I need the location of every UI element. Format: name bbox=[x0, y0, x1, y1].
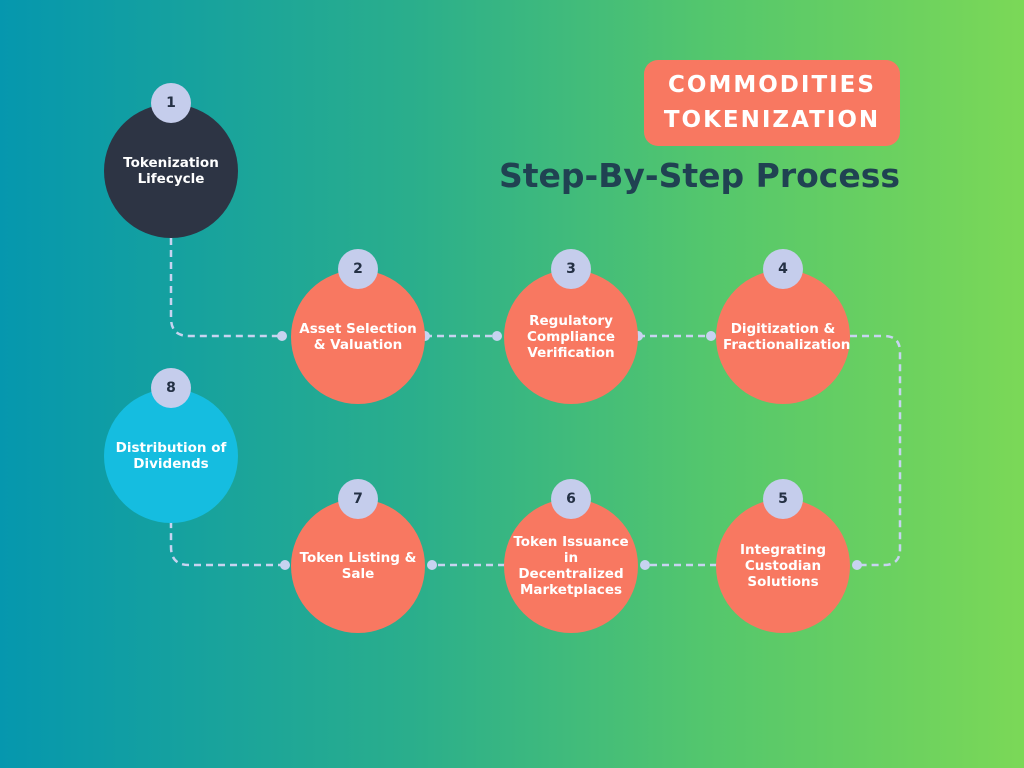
step-number: 8 bbox=[151, 368, 191, 408]
step-label: Asset Selection & Valuation bbox=[299, 321, 417, 353]
step-circle: Integrating Custodian Solutions bbox=[716, 499, 850, 633]
connector-dot bbox=[277, 331, 287, 341]
connector-1-2 bbox=[169, 238, 282, 338]
step-circle: Asset Selection & Valuation bbox=[291, 270, 425, 404]
step-label: Digitization & Fractionalization bbox=[723, 321, 851, 353]
step-number: 7 bbox=[338, 479, 378, 519]
step-number: 5 bbox=[763, 479, 803, 519]
connector-dot bbox=[427, 560, 437, 570]
step-circle: Token Listing & Sale bbox=[291, 499, 425, 633]
connector-4-5 bbox=[850, 334, 902, 567]
step-label: Integrating Custodian Solutions bbox=[739, 542, 827, 590]
step-circle: Distribution of Dividends bbox=[104, 389, 238, 523]
title-line-1: COMMODITIES bbox=[668, 72, 876, 98]
connector-dot bbox=[852, 560, 862, 570]
step-number: 4 bbox=[763, 249, 803, 289]
connector-dot bbox=[640, 560, 650, 570]
step-circle: Tokenization Lifecycle bbox=[104, 104, 238, 238]
step-number: 1 bbox=[151, 83, 191, 123]
step-number: 2 bbox=[338, 249, 378, 289]
step-label: Distribution of Dividends bbox=[115, 440, 227, 472]
connector-dot bbox=[706, 331, 716, 341]
step-circle: Digitization & Fractionalization bbox=[716, 270, 850, 404]
title-badge: COMMODITIES TOKENIZATION bbox=[644, 60, 900, 146]
step-circle: Token Issuance in Decentralized Marketpl… bbox=[504, 499, 638, 633]
step-circle: Regulatory Compliance Verification bbox=[504, 270, 638, 404]
step-number: 3 bbox=[551, 249, 591, 289]
connector-dot bbox=[280, 560, 290, 570]
title-line-2: TOKENIZATION bbox=[663, 107, 881, 133]
subtitle: Step-By-Step Process bbox=[499, 156, 900, 195]
connector-7-8 bbox=[169, 522, 285, 567]
step-label: Tokenization Lifecycle bbox=[123, 155, 219, 187]
step-label: Regulatory Compliance Verification bbox=[526, 313, 616, 361]
step-number: 6 bbox=[551, 479, 591, 519]
step-label: Token Issuance in Decentralized Marketpl… bbox=[513, 534, 629, 598]
connector-dot bbox=[492, 331, 502, 341]
step-label: Token Listing & Sale bbox=[299, 550, 417, 582]
